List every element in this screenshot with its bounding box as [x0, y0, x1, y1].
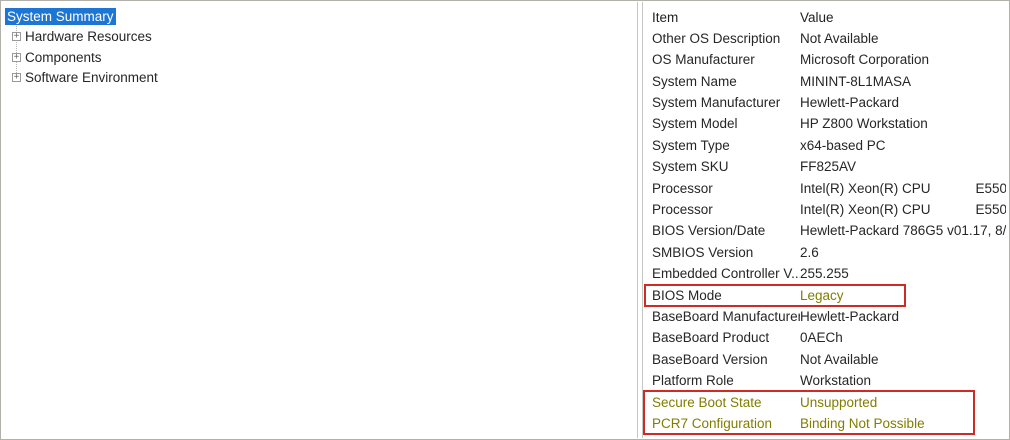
table-row[interactable]: Processor Intel(R) Xeon(R) CPU E5506: [643, 199, 1006, 220]
item-cell: System Model: [652, 116, 738, 132]
table-row[interactable]: Embedded Controller V...255.255: [643, 263, 1006, 284]
value-cell: FF825AV: [800, 159, 857, 175]
value-cell: MININT-8L1MASA: [800, 73, 912, 89]
item-cell: Platform Role: [652, 373, 734, 389]
item-cell: SMBIOS Version: [652, 244, 754, 260]
tree-item-label: Hardware Resources: [25, 29, 152, 45]
item-column-header[interactable]: Item: [652, 9, 679, 25]
item-cell: Processor: [652, 180, 713, 196]
table-row[interactable]: BIOS Mode Legacy: [643, 285, 1006, 306]
table-row[interactable]: Secure Boot State Unsupported: [643, 392, 1006, 413]
table-row[interactable]: BaseBoard Version Not Available: [643, 349, 1006, 370]
item-cell: System Type: [652, 137, 730, 153]
item-cell: System Name: [652, 73, 737, 89]
item-cell: BIOS Version/Date: [652, 223, 766, 239]
value-cell: Unsupported: [800, 394, 878, 410]
value-cell: Not Available: [800, 30, 879, 46]
tree-item-components[interactable]: + Components: [2, 47, 637, 68]
value-cell: 255.255: [800, 266, 849, 282]
value-cell: Hewlett-Packard 786G5 v01.17, 8/: [800, 223, 1006, 239]
value-cell: HP Z800 Workstation: [800, 116, 928, 132]
item-cell: PCR7 Configuration: [652, 415, 773, 431]
value-cell: 0AECh: [800, 330, 843, 346]
tree-item-system-summary[interactable]: System Summary: [2, 6, 637, 27]
tree-item-label: System Summary: [5, 7, 116, 25]
value-cell: Intel(R) Xeon(R) CPU E5506: [800, 180, 1006, 196]
table-row[interactable]: PCR7 Configuration Binding Not Possible: [643, 413, 1006, 434]
item-cell: BaseBoard Version: [652, 351, 768, 367]
expand-plus-icon[interactable]: +: [12, 72, 21, 82]
item-cell: Other OS Description: [652, 30, 781, 46]
item-cell: Processor: [652, 202, 713, 218]
value-cell: Workstation: [800, 373, 872, 389]
table-row[interactable]: System SKU FF825AV: [643, 156, 1006, 177]
table-row[interactable]: SMBIOS Version 2.6: [643, 242, 1006, 263]
table-row[interactable]: Platform Role Workstation: [643, 370, 1006, 391]
item-cell: System Manufacturer: [652, 95, 781, 111]
item-cell: OS Manufacturer: [652, 52, 755, 68]
item-cell: BaseBoard Manufacturer: [652, 308, 800, 324]
value-cell: Hewlett-Packard: [800, 95, 900, 111]
item-cell: BIOS Mode: [652, 287, 722, 303]
table-row[interactable]: BaseBoard Product 0AECh: [643, 327, 1006, 348]
value-cell: x64-based PC: [800, 137, 886, 153]
item-cell: Embedded Controller V...: [652, 266, 800, 282]
category-tree-panel: System Summary + Hardware Resources + Compon…: [2, 2, 638, 438]
value-cell: Intel(R) Xeon(R) CPU E5506: [800, 202, 1006, 218]
table-row[interactable]: System Model HP Z800 Workstation: [643, 113, 1006, 134]
item-cell: BaseBoard Product: [652, 330, 770, 346]
table-row[interactable]: OS Manufacturer Microsoft Corporation: [643, 49, 1006, 70]
value-cell: Hewlett-Packard: [800, 308, 900, 324]
value-cell: 2.6: [800, 244, 819, 260]
table-row[interactable]: System Name MININT-8L1MASA: [643, 71, 1006, 92]
value-cell: Not Available: [800, 351, 879, 367]
item-cell: System SKU: [652, 159, 729, 175]
value-cell: Legacy: [800, 287, 844, 303]
tree-item-hardware-resources[interactable]: + Hardware Resources: [2, 27, 637, 48]
expand-plus-icon[interactable]: +: [12, 31, 21, 41]
table-row[interactable]: Other OS Description Not Available: [643, 28, 1006, 49]
tree-items: System Summary + Hardware Resources + Compon…: [2, 6, 637, 88]
tree-item-software-environment[interactable]: + Software Environment: [2, 68, 637, 89]
value-cell: Binding Not Possible: [800, 415, 925, 431]
table-row[interactable]: System Manufacturer Hewlett-Packard: [643, 92, 1006, 113]
table-header-row: Item Value: [643, 7, 1006, 28]
table-row[interactable]: BIOS Version/Date Hewlett-Packard 786G5 v…: [643, 220, 1006, 241]
expand-plus-icon[interactable]: +: [12, 51, 21, 62]
value-column-header[interactable]: Value: [800, 9, 834, 25]
item-cell: Secure Boot State: [652, 394, 762, 410]
value-cell: Microsoft Corporation: [800, 52, 930, 68]
tree-item-label: Components: [25, 49, 102, 65]
tree-item-label: Software Environment: [25, 70, 158, 86]
table-row[interactable]: System Type x64-based PC: [643, 135, 1006, 156]
table-row[interactable]: Processor Intel(R) Xeon(R) CPU E5506: [643, 178, 1006, 199]
